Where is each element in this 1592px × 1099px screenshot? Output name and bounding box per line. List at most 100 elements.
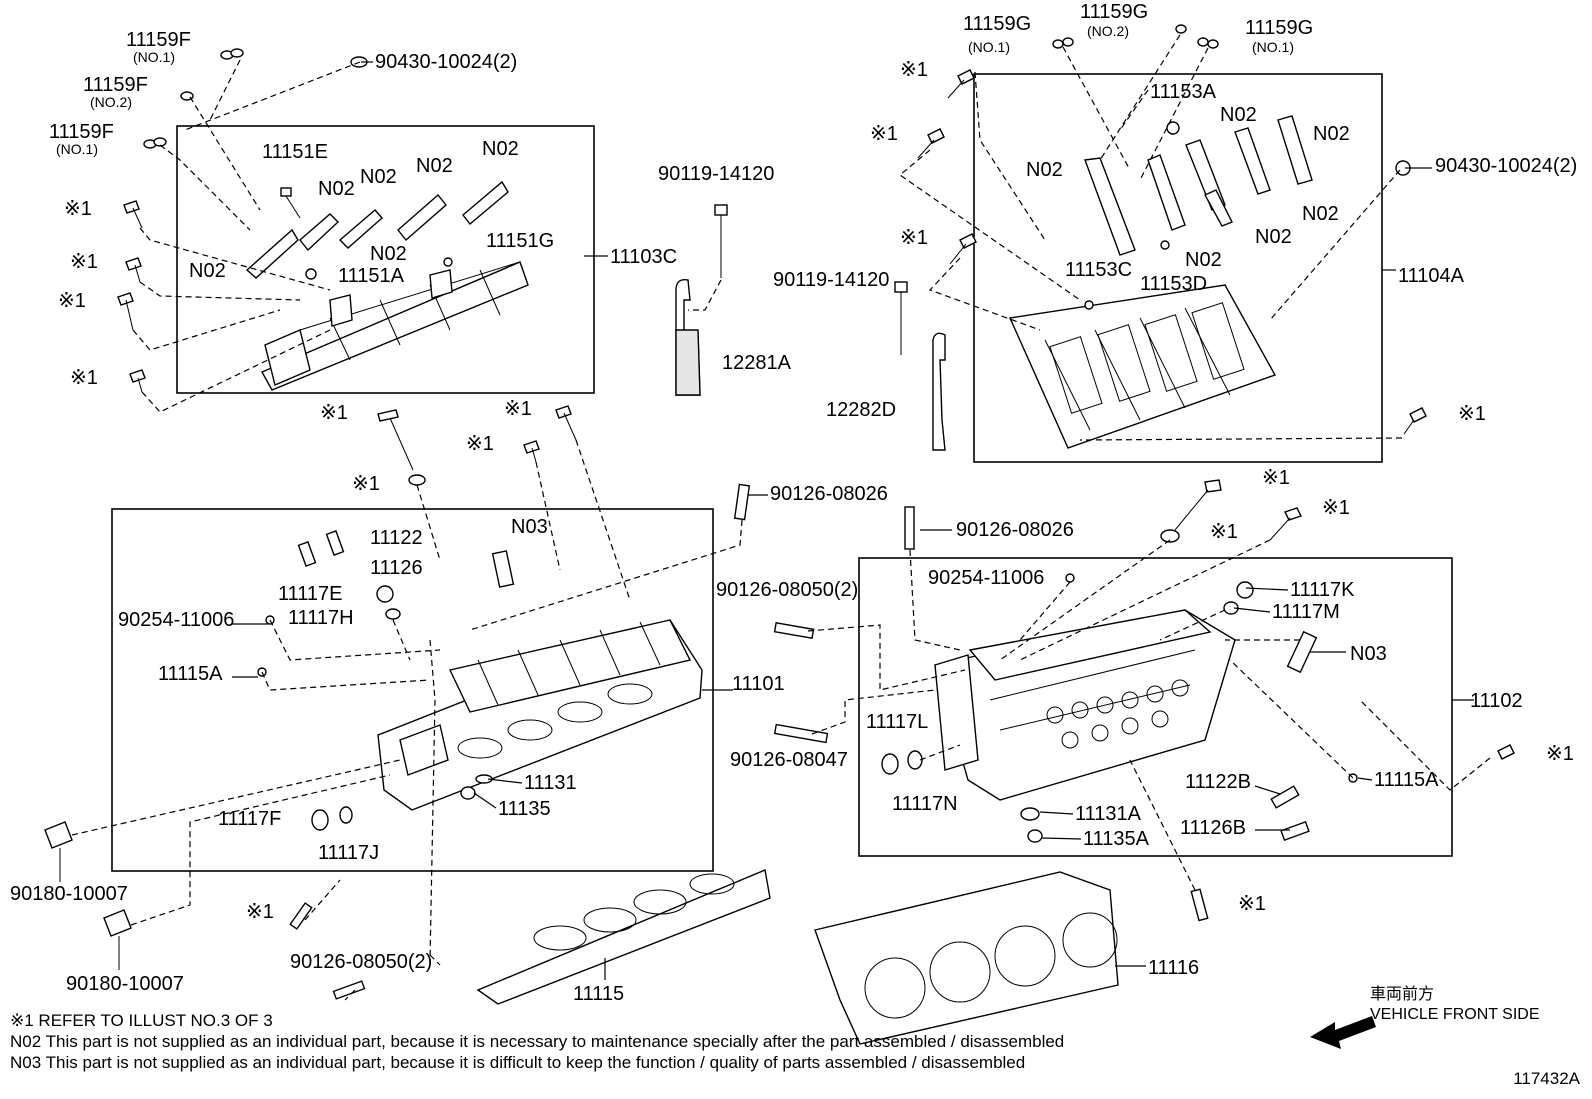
label-ref1-j: ※1 [900,59,928,81]
washers-11159g [1052,24,1411,310]
label-11115a-a: 11115A [158,663,223,685]
label-11153d: 11153D [1140,273,1207,295]
washers-11159f [143,48,368,149]
label-ref1-g: ※1 [466,433,494,455]
label-n02-12: N02 [1185,249,1222,271]
label-90180-a: 90180-10007 [10,883,128,905]
label-11126b: 11126B [1180,817,1246,839]
label-11153c: 11153C [1065,259,1132,281]
label-ref1-h: ※1 [504,398,532,420]
bolts-ref1-left [117,200,146,393]
label-11117m: 11117M [1272,601,1340,623]
bolts-ref1-right-mid [1160,479,1515,760]
stud-90119-a [714,204,728,278]
small-parts-11101 [44,530,515,970]
gasket-11115 [476,869,771,1005]
small-parts-11102 [773,506,1358,922]
note-n02: N02 This part is not supplied as an indi… [10,1032,1065,1051]
label-ref1-o: ※1 [1322,497,1350,519]
label-11117n: 11117N [892,793,958,815]
label-11159g-b: 11159G [1080,1,1148,23]
label-n02-1: N02 [318,178,355,200]
part-labels: 11159F (NO.1) 11159F (NO.2) 11159F (NO.1… [10,1,1577,1005]
label-11115: 11115 [573,983,624,1005]
pin-11151a [305,268,317,280]
label-90126-08050-a: 90126-08050(2) [290,951,432,973]
label-11159f-c-sub: (NO.1) [56,141,98,157]
label-11115a-b: 11115A [1374,769,1439,791]
label-ref1-l: ※1 [900,227,928,249]
label-11101: 11101 [732,673,785,695]
label-ref1-r: ※1 [1238,893,1266,915]
hook-12281a [675,279,701,396]
label-11104a: 11104A [1398,265,1465,287]
label-90254-a: 90254-11006 [118,609,234,631]
stud-90119-b [894,281,908,355]
label-11153a: 11153A [1150,81,1217,103]
camshaft-housing-left [261,261,529,391]
label-n02-11: N02 [1255,226,1292,248]
label-11159f-b: 11159F [83,74,148,96]
label-11122: 11122 [370,527,423,549]
label-n02-6: N02 [189,260,226,282]
cylinder-head-left [377,619,703,811]
label-ref1-m: ※1 [1458,403,1486,425]
label-90126-08050-b: 90126-08050(2) [716,579,858,601]
label-n02-5: N02 [370,243,407,265]
box-11103c [176,125,595,394]
label-ref1-e: ※1 [320,402,348,424]
label-11117j: 11117J [318,842,379,864]
cylinder-head-right [934,609,1236,801]
label-11131a: 11131A [1075,803,1142,825]
label-11122b: 11122B [1185,771,1251,793]
label-11159g-b-sub: (NO.2) [1087,23,1129,39]
label-90126-08026-a: 90126-08026 [770,483,888,505]
label-90119-a: 90119-14120 [658,163,774,185]
label-11151g: 11151G [486,230,554,252]
label-12281a: 12281A [722,352,792,374]
hook-12282d [932,332,946,451]
label-ref1-a: ※1 [64,198,92,220]
label-90430-b: 90430-10024(2) [1435,155,1577,177]
label-n02-8: N02 [1313,123,1350,145]
bolts-lower-left [289,902,366,1000]
label-11131: 11131 [524,772,577,794]
label-11117l: 11117L [866,711,928,733]
footnotes: ※1 REFER TO ILLUST NO.3 OF 3 N02 This pa… [10,1010,1064,1073]
label-11117f: 11117F [218,808,281,830]
label-ref1-i: ※1 [246,901,274,923]
note-ref1: ※1 REFER TO ILLUST NO.3 OF 3 [10,1011,273,1030]
label-n03-1: N03 [511,516,548,538]
note-n03: N03 This part is not supplied as an indi… [10,1053,1026,1072]
label-11159g-a: 11159G [963,13,1031,35]
label-90254-b: 90254-11006 [928,567,1044,589]
label-11117h: 11117H [288,607,354,629]
label-11151a: 11151A [338,265,405,287]
box-11102 [858,557,1453,857]
front-marker-jp: 車両前方 [1370,986,1435,1003]
label-11102: 11102 [1470,690,1523,712]
label-11116: 11116 [1148,957,1199,979]
label-11159f-a-sub: (NO.1) [133,49,175,65]
label-11151e: 11151E [262,141,328,163]
label-11126: 11126 [370,557,423,579]
label-ref1-d: ※1 [70,367,98,389]
n02-caps-right [1084,115,1313,256]
label-11159g-c: 11159G [1245,17,1313,39]
label-n02-3: N02 [416,155,453,177]
figure-id: 117432A [1513,1069,1580,1088]
bolt-11151e [280,187,301,219]
label-11159f-b-sub: (NO.2) [90,94,132,110]
front-marker-en: VEHICLE FRONT SIDE [1370,1006,1540,1023]
label-11159g-a-sub: (NO.1) [968,39,1010,55]
gasket-11116 [814,871,1119,1045]
label-90126-08026-b: 90126-08026 [956,519,1074,541]
label-90119-b: 90119-14120 [773,269,889,291]
label-11135: 11135 [498,798,551,820]
label-11135a: 11135A [1083,828,1150,850]
label-ref1-q: ※1 [1546,743,1574,765]
label-n02-4: N02 [482,138,519,160]
label-leaders [361,61,1432,980]
front-arrow [1310,1016,1376,1049]
